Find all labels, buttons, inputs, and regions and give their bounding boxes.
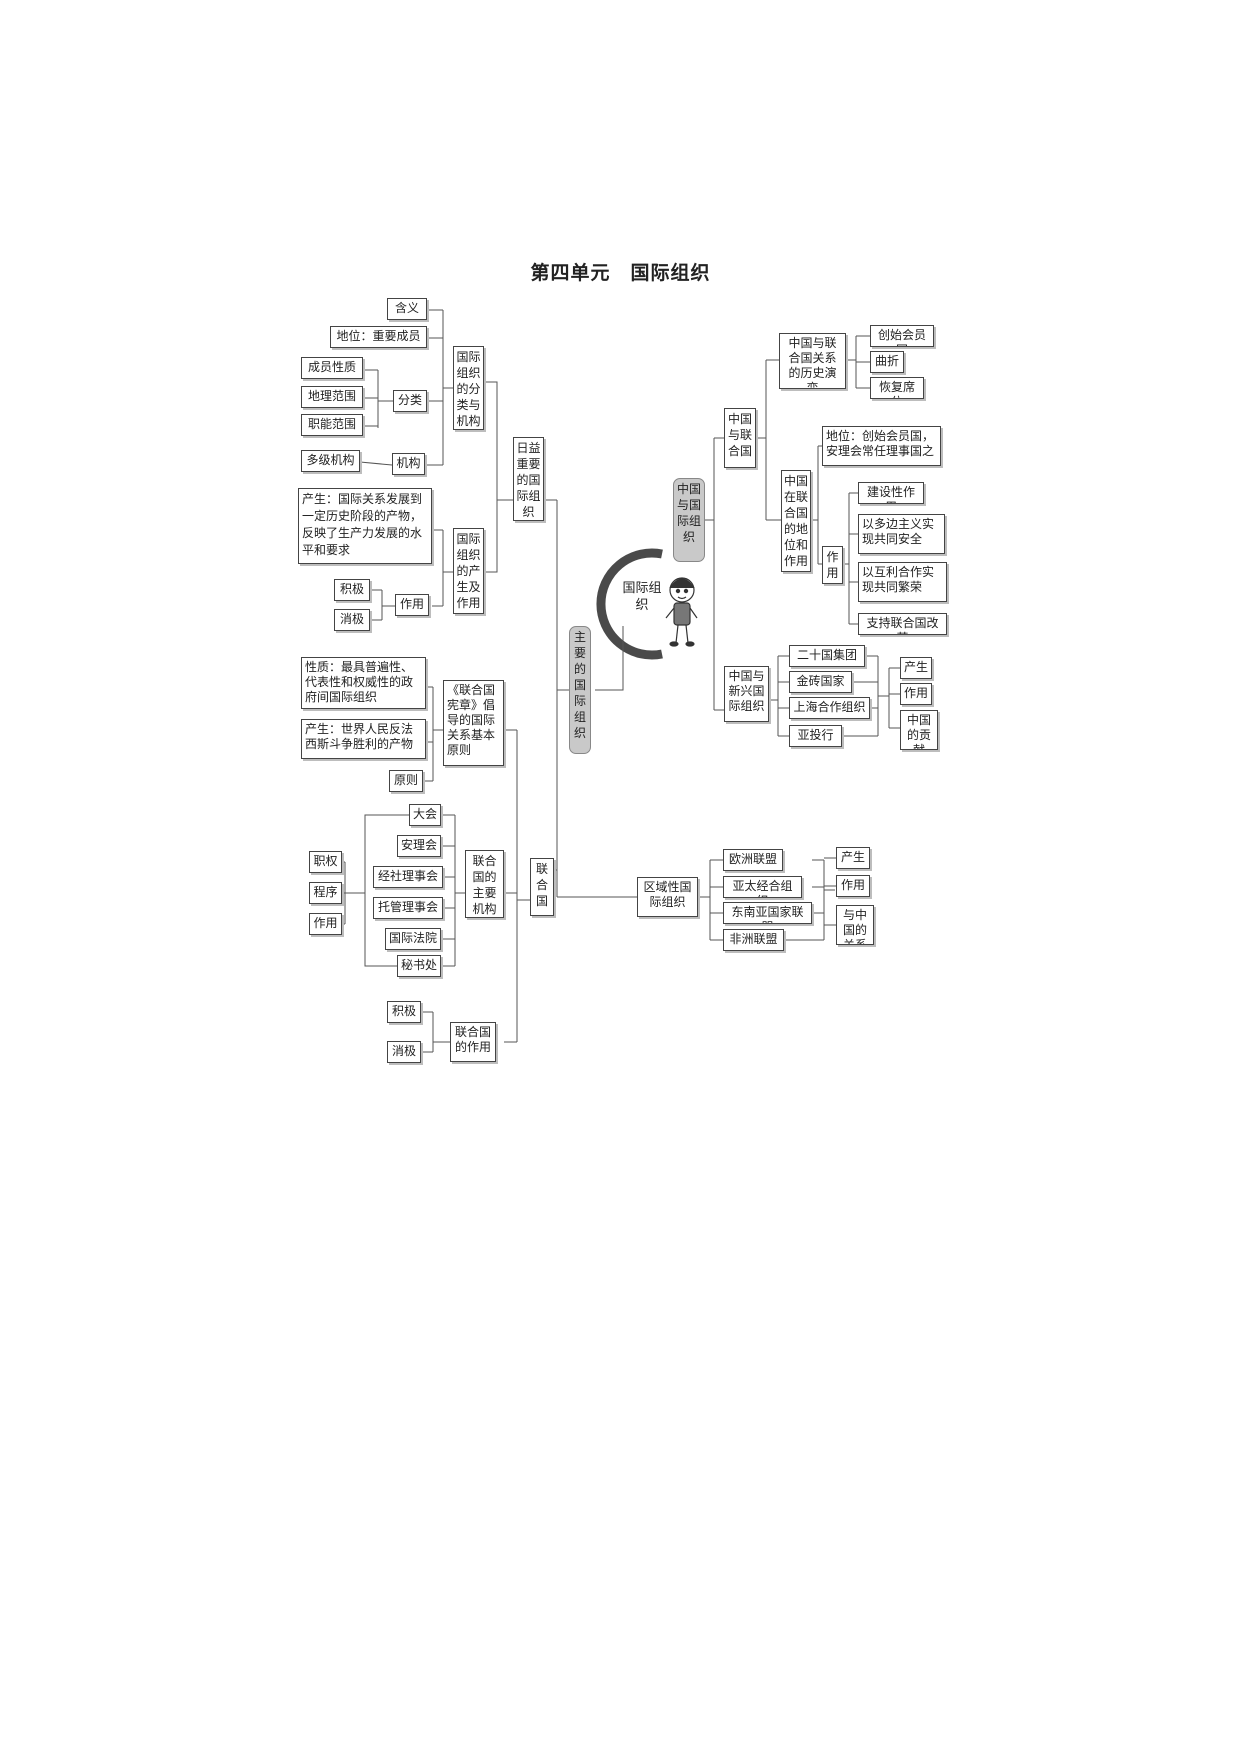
- origin-and-role-node: 国际组织的产生及作用: [453, 528, 484, 614]
- regional-aspect-china-relation: 与中国的关系: [836, 905, 874, 945]
- un-role-negative: 消极: [387, 1041, 421, 1063]
- center-topic: 国际组织: [622, 581, 662, 613]
- effect-constructive: 建设性作用: [858, 482, 924, 504]
- china-status-text: 地位：创始会员国，安理会常任理事国之一: [822, 426, 941, 466]
- emerging-brics: 金砖国家: [789, 671, 852, 693]
- emerging-aiib: 亚投行: [789, 725, 842, 747]
- effect-mutual-prosperity: 以互利合作实现共同繁荣: [858, 562, 947, 602]
- category-function-scope: 职能范围: [301, 414, 363, 436]
- organ-aspect-procedure: 程序: [309, 882, 342, 904]
- categories-node: 分类: [393, 390, 427, 412]
- org-african-union: 非洲联盟: [723, 929, 784, 951]
- china-position-node: 中国在联合国的地位和作用: [781, 470, 811, 572]
- organ-international-court: 国际法院: [385, 928, 441, 950]
- important-organizations-node: 日益重要的国际组织: [513, 437, 544, 521]
- meaning-node: 含义: [387, 298, 427, 320]
- regional-aspect-origin: 产生: [836, 847, 870, 869]
- emerging-aspect-role: 作用: [900, 683, 932, 705]
- china-un-node: 中国与联合国: [724, 408, 756, 468]
- charter-node: 《联合国宪章》倡导的国际关系基本原则: [443, 680, 504, 766]
- china-emerging-node: 中国与新兴国际组织: [724, 666, 769, 722]
- organ-trusteeship-council: 托管理事会: [373, 897, 443, 919]
- charter-nature-text: 性质：最具普遍性、代表性和权威性的政府间国际组织: [301, 657, 426, 709]
- history-restore-seat: 恢复席位: [870, 377, 924, 399]
- regional-organizations-node: 区域性国际组织: [637, 877, 698, 917]
- role-negative: 消极: [334, 609, 370, 631]
- role-node: 作用: [395, 594, 429, 616]
- organ-security-council: 安理会: [397, 835, 441, 857]
- institution-node: 机构: [392, 453, 425, 475]
- regional-aspect-role: 作用: [836, 875, 870, 897]
- un-node: 联合国: [530, 858, 554, 916]
- principle-node: 原则: [389, 770, 423, 792]
- branch-china-and-organizations: 中国与国际组织: [673, 478, 705, 562]
- organ-aspect-role: 作用: [309, 913, 342, 935]
- history-node: 中国与联合国关系的历史演变: [779, 333, 846, 389]
- org-apec: 亚太经合组织: [723, 876, 802, 898]
- org-european-union: 欧洲联盟: [723, 849, 783, 871]
- charter-origin-text: 产生：世界人民反法西斯斗争胜利的产物: [301, 719, 426, 759]
- cartoon-figure-icon: [665, 577, 698, 647]
- emerging-sco: 上海合作组织: [789, 697, 870, 719]
- branch-main-organizations: 主要的国际组织: [569, 626, 591, 754]
- effect-multilateral-security: 以多边主义实现共同安全: [858, 514, 945, 554]
- status-node: 地位：重要成员: [330, 326, 427, 348]
- emerging-aspect-origin: 产生: [900, 657, 932, 679]
- origin-text: 产生：国际关系发展到一定历史阶段的产物，反映了生产力发展的水平和要求: [298, 488, 432, 564]
- organ-aspect-powers: 职权: [309, 851, 342, 873]
- role-positive: 积极: [334, 579, 370, 601]
- history-setback: 曲折: [870, 351, 904, 373]
- history-founding-member: 创始会员国: [870, 325, 934, 347]
- effect-support-reform: 支持联合国改革: [858, 613, 947, 635]
- category-member-nature: 成员性质: [301, 357, 363, 379]
- classification-node: 国际组织的分类与机构: [453, 346, 484, 430]
- org-asean: 东南亚国家联盟: [723, 902, 812, 924]
- category-geographic-scope: 地理范围: [301, 386, 363, 408]
- multi-level-institution: 多级机构: [301, 450, 360, 472]
- emerging-aspect-china-contribution: 中国的贡献: [900, 710, 938, 750]
- organ-general-assembly: 大会: [409, 804, 441, 826]
- un-role-node: 联合国的作用: [450, 1022, 496, 1062]
- organ-secretariat: 秘书处: [397, 955, 441, 977]
- organ-ecosoc: 经社理事会: [373, 866, 443, 888]
- china-effect-node: 作用: [822, 546, 843, 584]
- un-role-positive: 积极: [387, 1001, 421, 1023]
- page-title: 第四单元 国际组织: [530, 262, 711, 284]
- emerging-g20: 二十国集团: [789, 645, 865, 667]
- un-organs-node: 联合国的主要机构: [465, 850, 504, 918]
